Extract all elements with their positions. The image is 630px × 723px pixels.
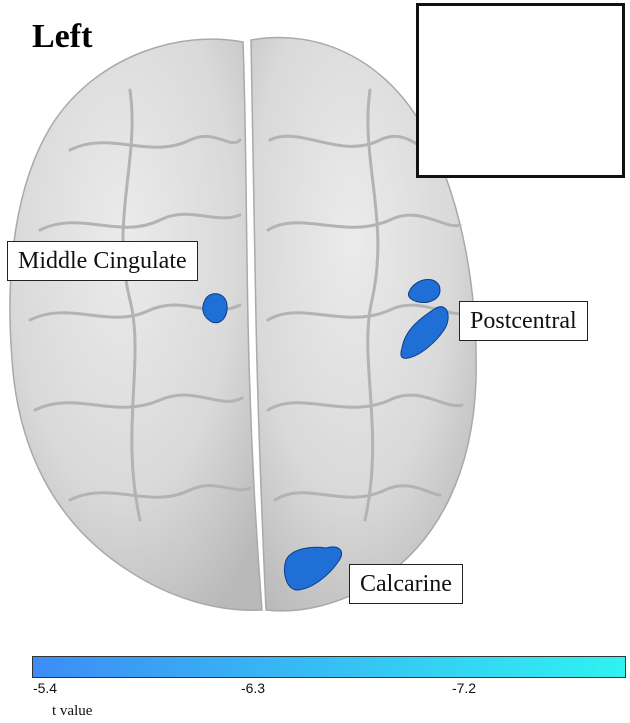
colorbar-tick: -7.2 (451, 680, 477, 696)
cluster-postcentral-lower (400, 306, 449, 359)
region-label-calcarine: Calcarine (349, 564, 463, 604)
colorbar-tick: -5.4 (32, 680, 58, 696)
colorbar (32, 656, 626, 678)
inset-frame (416, 3, 625, 178)
colorbar-label: t value (52, 703, 93, 719)
left-hemisphere (9, 38, 263, 611)
colorbar-tick: -6.3 (240, 680, 266, 696)
region-label-middle-cingulate: Middle Cingulate (7, 241, 198, 281)
hemisphere-side-label: Left (32, 18, 93, 55)
activation-clusters (202, 279, 449, 591)
cluster-postcentral-upper (407, 279, 441, 303)
region-label-postcentral: Postcentral (459, 301, 588, 341)
colorbar-fill (32, 656, 626, 678)
cluster-calcarine (283, 546, 342, 591)
cluster-middle-cingulate (202, 293, 228, 324)
